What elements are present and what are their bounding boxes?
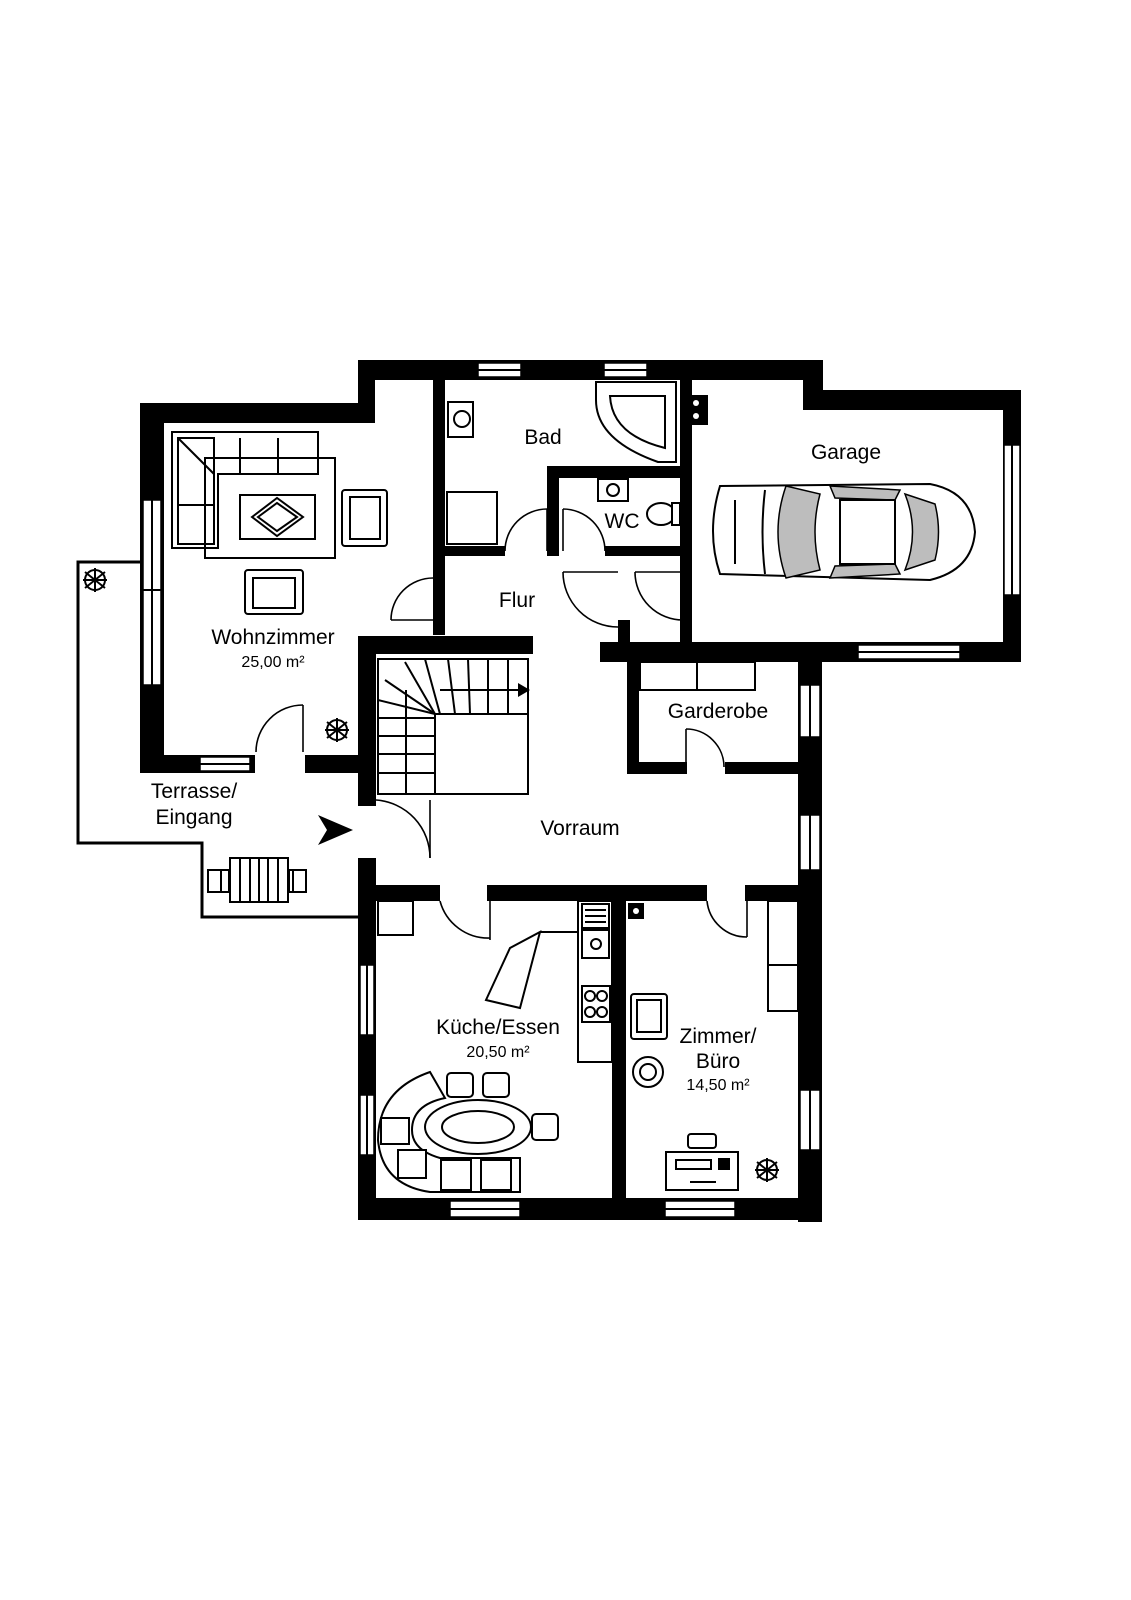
room-label-vorraum: Vorraum [540, 817, 619, 840]
room-area-zimmer: 14,50 m² [686, 1077, 750, 1094]
shower-icon [446, 491, 498, 545]
armchair-icon [244, 569, 304, 615]
room-label-garderobe: Garderobe [668, 700, 768, 723]
doors [255, 508, 748, 940]
room-label-terrasse-line2: Eingang [155, 806, 232, 829]
coffee-table-icon [239, 494, 316, 540]
wardrobe-icon [767, 900, 799, 1012]
car-icon [712, 482, 977, 582]
garage-socket-icon [690, 395, 708, 425]
windows [142, 362, 1021, 1218]
staircase [377, 658, 530, 795]
entrance-arrow-icon [318, 815, 353, 845]
room-label-zimmer-line2: Büro [696, 1050, 740, 1073]
room-label-bad: Bad [524, 426, 561, 449]
room-label-kueche: Küche/Essen [436, 1016, 560, 1039]
wc-sink-icon [597, 478, 629, 502]
plant-icon [325, 718, 349, 742]
copyright-text: © Planreal Immobilien & Bauträger GmbH [808, 881, 818, 1039]
terrace-outline [76, 560, 358, 919]
room-area-kueche: 20,50 m² [466, 1044, 530, 1061]
room-label-garage: Garage [811, 441, 881, 464]
room-label-flur: Flur [499, 589, 535, 612]
socket-icon [628, 903, 644, 919]
toilet-icon [646, 502, 681, 526]
armchair-icon [341, 489, 388, 547]
room-label-wc: WC [605, 510, 640, 533]
plant-icon [755, 1158, 779, 1182]
dining-bench-icon [376, 1070, 521, 1193]
wardrobe-icon [639, 661, 756, 691]
room-area-wohnzimmer: 25,00 m² [241, 654, 305, 671]
room-label-wohnzimmer: Wohnzimmer [211, 626, 334, 649]
sink-icon [447, 401, 474, 438]
corner-bathtub-icon [595, 381, 677, 463]
kitchen-counter-icon [377, 900, 613, 1063]
dining-chair-icon [446, 1072, 559, 1141]
rug-icon [204, 457, 336, 559]
room-label-terrasse-line1: Terrasse/ [151, 780, 238, 803]
plant-icon [83, 568, 107, 592]
armchair-icon [630, 993, 668, 1040]
desk-icon [665, 1133, 739, 1191]
dining-table-icon [424, 1099, 532, 1155]
terrace-table-icon [207, 857, 307, 903]
chair-icon [632, 1056, 664, 1088]
sofa-icon [171, 431, 319, 549]
room-label-zimmer-line1: Zimmer/ [680, 1025, 757, 1048]
